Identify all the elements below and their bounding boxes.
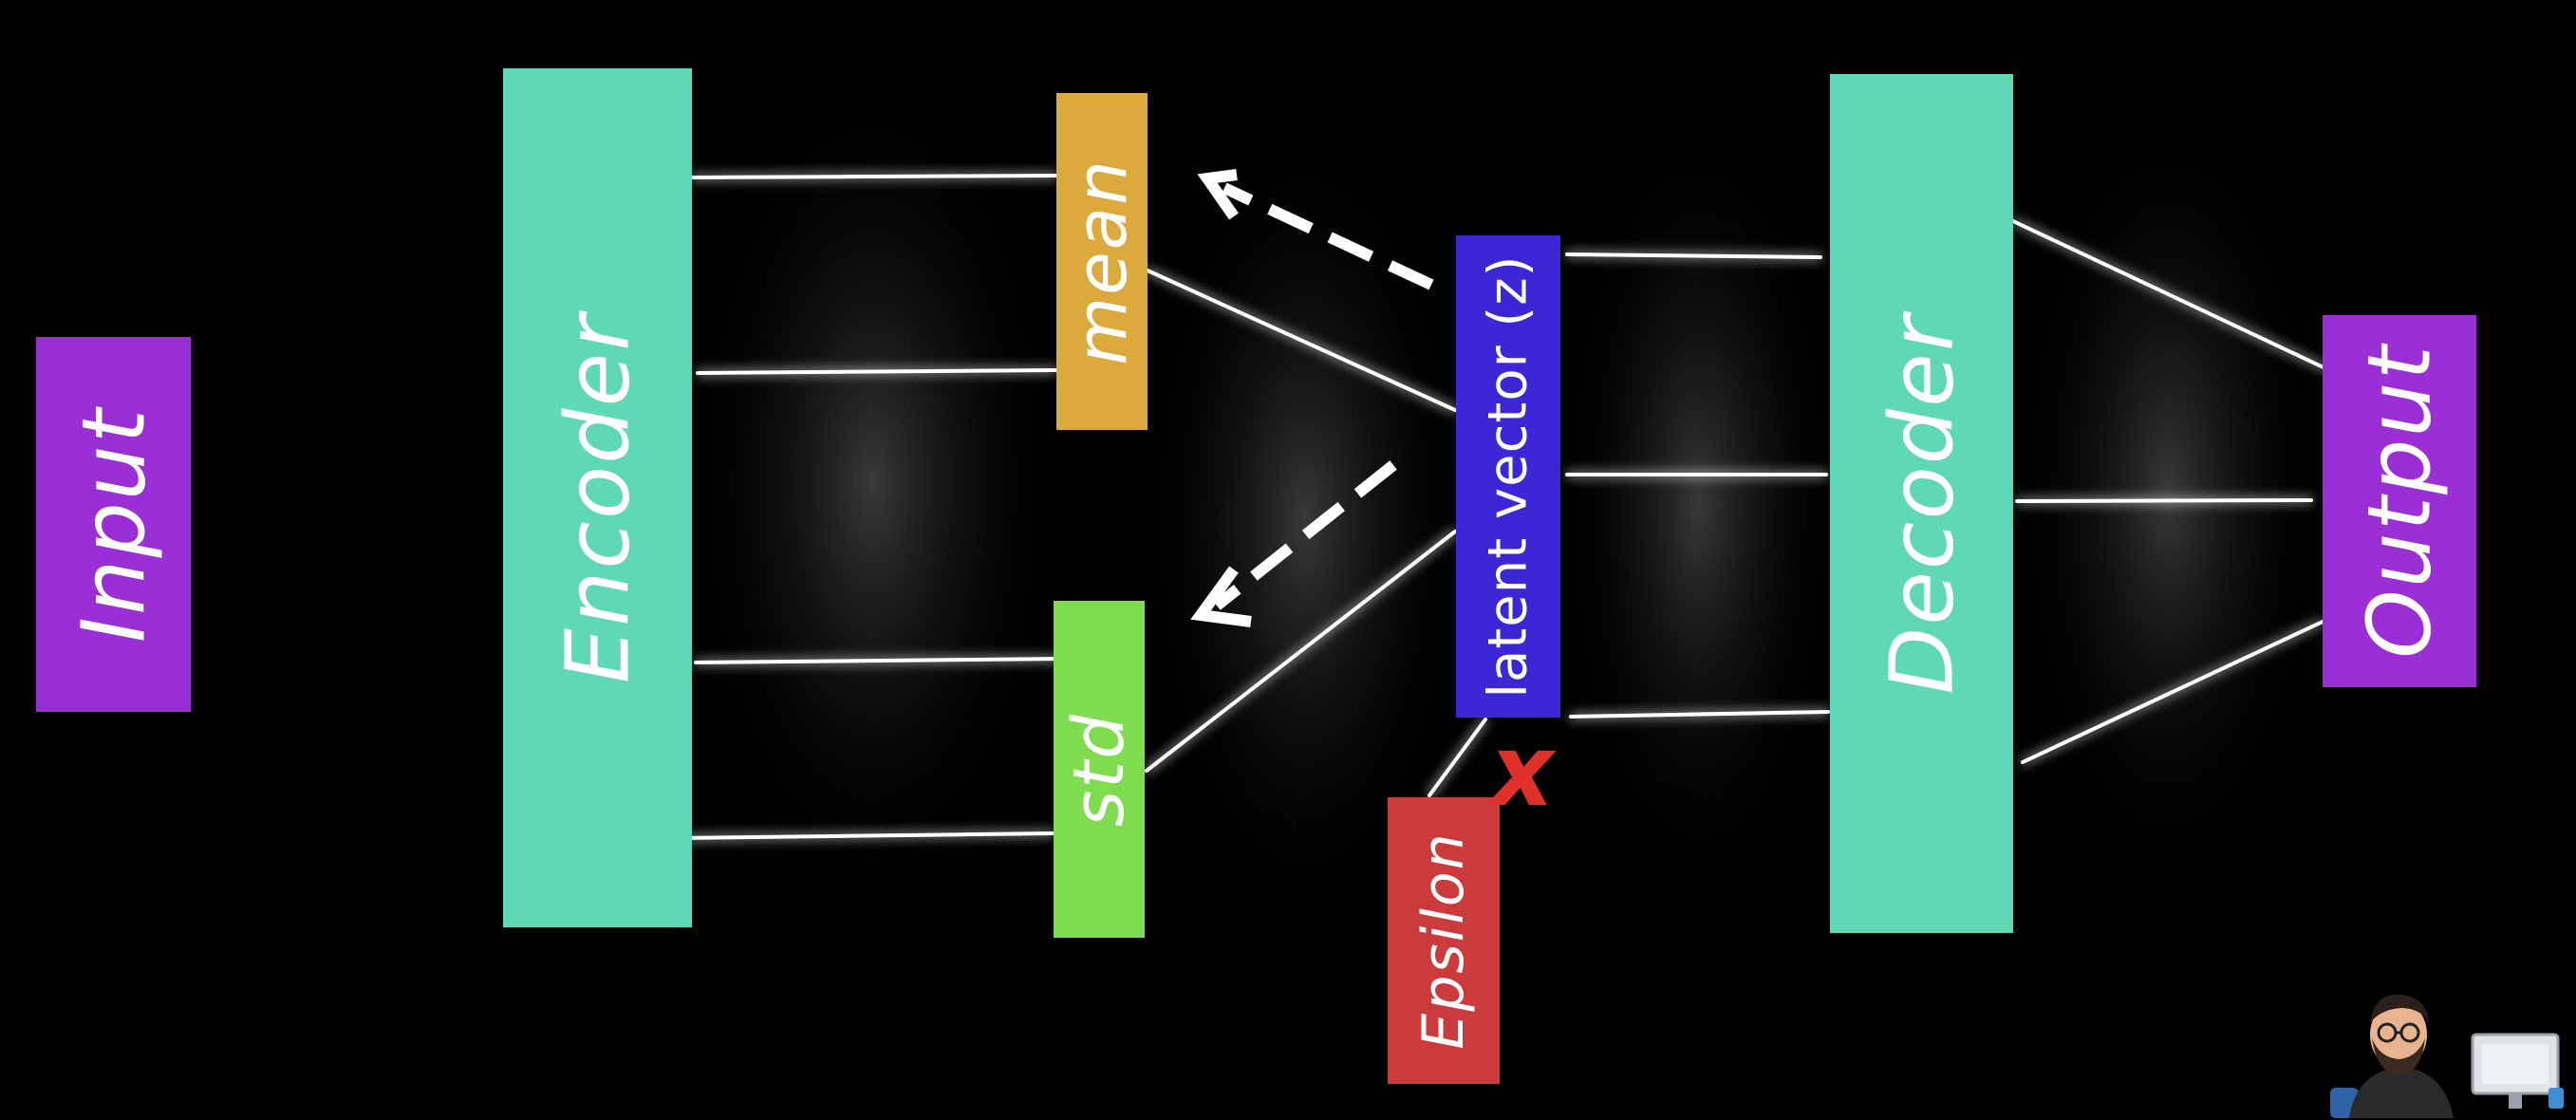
edge-latent-decoder-1 [1565, 252, 1822, 259]
presenter-avatar [2330, 994, 2564, 1118]
output-label: Output [2348, 344, 2451, 659]
dashed-arrow-to-mean [1222, 182, 1434, 290]
edge-std-latent [1145, 530, 1457, 773]
decoder-block: Decoder [1830, 74, 2013, 933]
latent-vector-block: latent vector (z) [1456, 235, 1560, 718]
std-label: std [1058, 712, 1140, 827]
std-block: std [1054, 601, 1145, 938]
input-label: Input [63, 406, 164, 643]
epsilon-block: Epsilon [1388, 797, 1500, 1084]
mean-block: mean [1056, 93, 1148, 430]
edge-encoder-mean-2 [696, 368, 1058, 375]
dashed-arrow-to-std [1213, 460, 1397, 610]
haze-encoder-latent [683, 66, 1063, 902]
edge-encoder-mean-1 [690, 174, 1058, 179]
edge-mean-latent [1146, 269, 1457, 412]
arrowhead-to-mean [1197, 169, 1239, 220]
edge-latent-decoder-3 [1569, 710, 1830, 719]
arrowhead-to-std [1190, 566, 1252, 627]
haze-mean-std-latent [1139, 123, 1471, 921]
multiply-symbol: x [1490, 713, 1555, 829]
decoder-label: Decoder [1871, 312, 1972, 695]
edge-encoder-std-1 [694, 657, 1067, 664]
latent-label: latent vector (z) [1477, 254, 1540, 699]
input-block: Input [36, 337, 191, 712]
edge-epsilon-latent [1428, 718, 1487, 797]
edge-encoder-std-2 [679, 831, 1055, 840]
output-block: Output [2323, 315, 2476, 687]
mean-label: mean [1061, 158, 1143, 365]
edge-decoder-output-1 [2011, 219, 2329, 371]
epsilon-label: Epsilon [1410, 831, 1477, 1050]
haze-latent-decoder [1557, 114, 1841, 892]
encoder-label: Encoder [547, 312, 648, 683]
edge-decoder-output-2 [2015, 498, 2313, 503]
haze-decoder-output [2012, 104, 2325, 883]
edge-decoder-output-3 [2021, 620, 2324, 764]
encoder-block: Encoder [503, 68, 692, 927]
